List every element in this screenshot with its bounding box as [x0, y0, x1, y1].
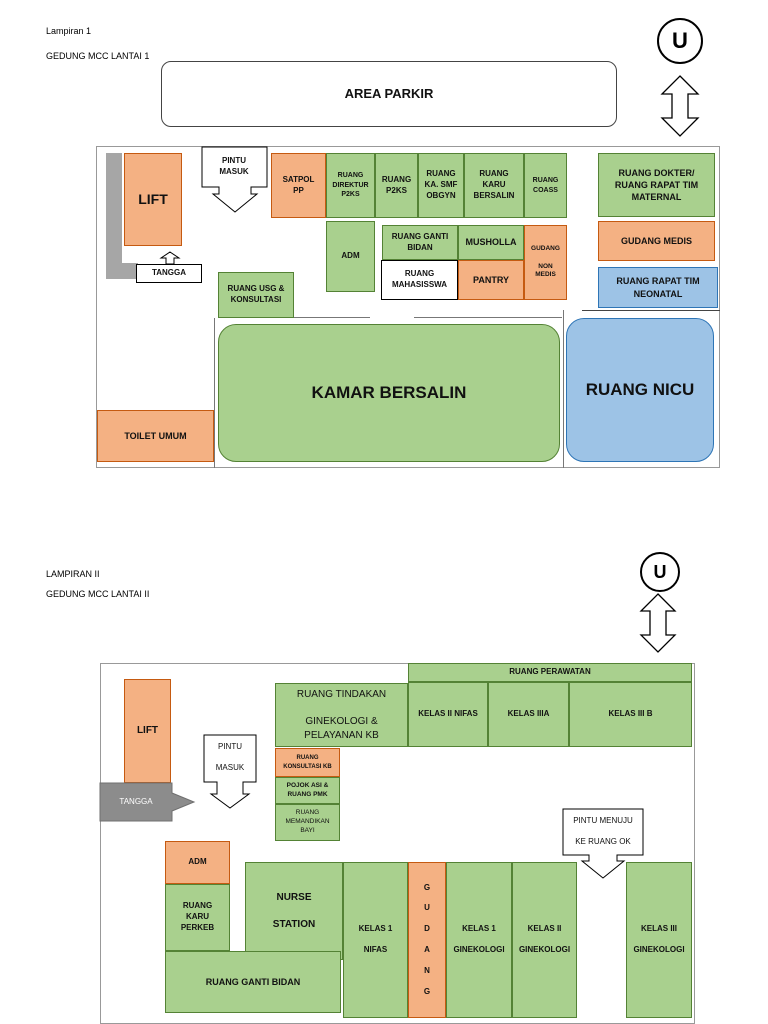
ruang-mahasiswa: RUANG MAHASISSWA [381, 260, 458, 300]
floor1-wall-line-left [294, 317, 370, 318]
floor2-caption-building: GEDUNG MCC LANTAI II [46, 589, 150, 599]
gudang-letter: A [424, 945, 430, 954]
floor1-wall-line-right [414, 317, 562, 318]
floor2-adm: ADM [165, 841, 230, 884]
floor1-north-indicator: U [657, 18, 703, 64]
ruang-p2ks: RUANG P2KS [375, 153, 418, 218]
ruang-ka-smf-obgyn: RUANG KA. SMF OBGYN [418, 153, 464, 218]
floor2-pintu-masuk-arrow-icon [203, 734, 257, 809]
floor2-pintu-masuk-label: PINTU MASUK [215, 741, 245, 773]
floor2-tangga-arrow-icon [99, 782, 196, 822]
gudang-letter: D [424, 924, 430, 934]
pintu-menuju-ok-arrow-icon [562, 808, 644, 879]
kelas-1-nifas: KELAS 1 NIFAS [343, 862, 408, 1018]
floor1-north-double-arrow-icon [660, 75, 700, 137]
gudang-medis: GUDANG MEDIS [598, 221, 715, 261]
ruang-konsultasi-kb: RUANG KONSULTASI KB [275, 748, 340, 777]
floor1-caption-building: GEDUNG MCC LANTAI 1 [46, 51, 150, 61]
musholla: MUSHOLLA [458, 225, 524, 260]
satpol-pp: SATPOL PP [271, 153, 326, 218]
floor1-adm: ADM [326, 221, 375, 292]
floor1-pintu-masuk-arrow-icon [201, 146, 268, 213]
ruang-direktur-p2ks: RUANG DIREKTUR P2KS [326, 153, 375, 218]
gudang-letter: U [424, 903, 430, 913]
ruang-karu-bersalin: RUANG KARU BERSALIN [464, 153, 524, 218]
kelas-1-ginekologi: KELAS 1 GINEKOLOGI [446, 862, 512, 1018]
kelas-ii-nifas: KELAS II NIFAS [408, 682, 488, 747]
floor2-caption-lampiran: LAMPIRAN II [46, 569, 100, 579]
floor1-building-outline [96, 146, 720, 468]
floor2-lift: LIFT [124, 679, 171, 783]
floor2-ruang-ganti-bidan: RUANG GANTI BIDAN [165, 951, 341, 1013]
kamar-bersalin: KAMAR BERSALIN [218, 324, 560, 462]
ruang-memandikan-bayi: RUANG MEMANDIKAN BAYI [275, 804, 340, 841]
nurse-station: NURSE STATION [245, 862, 343, 960]
kelas-iii-ginekologi: KELAS III GINEKOLOGI [626, 862, 692, 1018]
kelas-iiia: KELAS IIIA [488, 682, 569, 747]
ruang-karu-perkeb: RUANG KARU PERKEB [165, 884, 230, 951]
ruang-coass: RUANG COASS [524, 153, 567, 218]
toilet-umum: TOILET UMUM [97, 410, 214, 462]
kelas-ii-ginekologi: KELAS II GINEKOLOGI [512, 862, 577, 1018]
floor2-north-indicator: U [640, 552, 680, 592]
floor1-stair-wall-horizontal [106, 263, 138, 279]
floor2-north-double-arrow-icon [639, 593, 677, 653]
gudang-floor2: G U D A N G [408, 862, 446, 1018]
floor1-pintu-masuk-label: PINTU MASUK [219, 156, 249, 176]
area-parkir: AREA PARKIR [161, 61, 617, 127]
floor1-wall-line-left-vertical [214, 318, 215, 468]
ruang-perawatan: RUANG PERAWATAN [408, 663, 692, 682]
ruang-dokter-rapat-maternal: RUANG DOKTER/ RUANG RAPAT TIM MATERNAL [598, 153, 715, 217]
floor1-caption-lampiran: Lampiran 1 [46, 26, 92, 36]
ruang-tindakan-ginekologi: RUANG TINDAKAN GINEKOLOGI & PELAYANAN KB [275, 683, 408, 747]
ruang-nicu: RUANG NICU [566, 318, 714, 462]
gudang-letter: G [423, 882, 431, 892]
floor1-wall-line-vertical [563, 310, 564, 468]
floor1-tangga: TANGGA [136, 264, 202, 283]
gudang-non-medis: GUDANG NON MEDIS [524, 225, 567, 300]
floor1-ruang-ganti-bidan: RUANG GANTI BIDAN [382, 225, 458, 260]
kelas-iii-b: KELAS III B [569, 682, 692, 747]
floor1-lift: LIFT [124, 153, 182, 246]
floor1-tangga-arrow-icon [159, 251, 181, 265]
pintu-menuju-ok-label: PINTU MENUJU KE RUANG OK [573, 815, 633, 847]
floor1-divider-line [582, 310, 720, 311]
floor1-stair-wall-vertical [106, 153, 122, 279]
floor2-tangga: TANGGA [119, 796, 153, 806]
ruang-rapat-tim-neonatal: RUANG RAPAT TIM NEONATAL [598, 267, 718, 308]
gudang-letter: N [424, 965, 430, 975]
pantry: PANTRY [458, 260, 524, 300]
pojok-asi-ruang-pmk: POJOK ASI & RUANG PMK [275, 777, 340, 804]
ruang-usg-konsultasi: RUANG USG & KONSULTASI [218, 272, 294, 318]
gudang-letter: G [423, 986, 431, 996]
